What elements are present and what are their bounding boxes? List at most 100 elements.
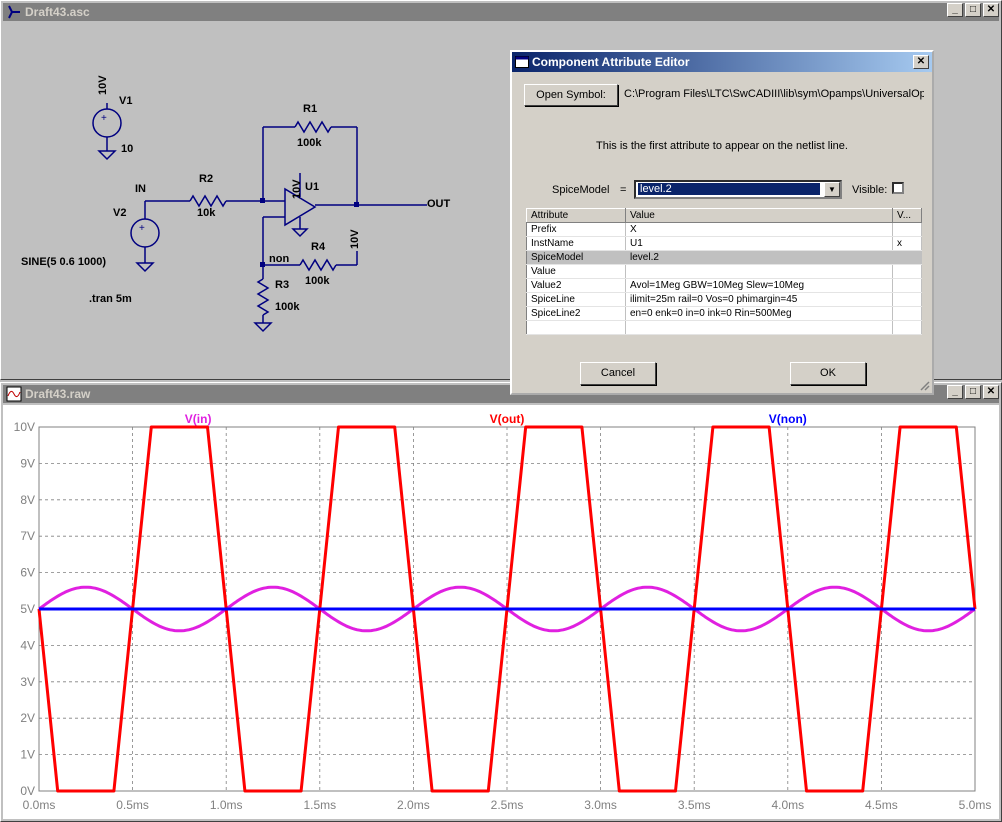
row-value: Avol=1Meg GBW=10Meg Slew=10Meg [625,278,893,293]
v2-symbol [130,218,160,248]
r1-symbol [294,120,332,134]
close-icon[interactable]: ✕ [983,385,999,399]
r3-symbol [256,278,270,316]
row-value [625,264,893,279]
close-icon[interactable]: ✕ [983,3,999,17]
plot-title: Draft43.raw [25,387,91,401]
row-attr: InstName [526,236,626,251]
minimize-icon[interactable]: _ [947,3,963,17]
x-tick-label: 4.5ms [865,798,898,812]
spicemodel-input[interactable]: level.2 ▼ [634,180,842,199]
y-tick-label: 4V [20,638,35,652]
row-vis [892,320,922,335]
svg-text:+: + [101,113,107,124]
x-tick-label: 5.0ms [959,798,992,812]
row-attr: SpiceLine [526,292,626,307]
v1-name-label: V1 [119,95,133,107]
schematic-titlebar[interactable]: Draft43.asc [3,3,999,21]
non-net-label: non [269,253,290,265]
r2-symbol [189,194,227,208]
table-row[interactable] [526,320,922,335]
resize-grip-icon[interactable] [918,379,930,391]
row-attr: SpiceModel [526,250,626,265]
r4-supply-label: 10V [349,229,361,249]
v1-symbol [92,108,122,138]
u1-supply-label: 10V [291,179,303,199]
open-symbol-button[interactable]: Open Symbol: [524,84,618,106]
r3-name-label: R3 [275,279,290,291]
cancel-button[interactable]: Cancel [580,362,656,385]
x-tick-label: 1.5ms [303,798,336,812]
row-value [625,320,893,335]
tran-directive[interactable]: .tran 5m [89,293,132,305]
window-icon [515,56,529,68]
waveform-icon [6,386,22,402]
row-value: level.2 [625,250,893,265]
row-value: U1 [625,236,893,251]
ground-icon [135,262,155,273]
r4-name-label: R4 [311,241,326,253]
r3-value-label: 100k [275,301,300,313]
r1-value-label: 100k [297,137,322,149]
y-tick-label: 7V [20,529,35,543]
row-vis [892,278,922,293]
opamp-symbol [284,187,317,227]
v2-value-label: SINE(5 0.6 1000) [21,256,106,268]
minimize-icon[interactable]: _ [947,385,963,399]
row-vis: x [892,236,922,251]
dialog-titlebar[interactable]: Component Attribute Editor ✕ [512,52,932,72]
visible-label: Visible: [852,184,888,196]
y-tick-label: 8V [20,493,35,507]
row-value: ilimit=25m rail=0 Vos=0 phimargin=45 [625,292,893,307]
x-tick-label: 3.0ms [584,798,617,812]
attribute-hint: This is the first attribute to appear on… [596,140,848,152]
v1-node-label: 10 [121,143,134,155]
v2-name-label: V2 [113,207,127,219]
in-net-label: IN [135,183,146,195]
y-tick-label: 1V [20,748,35,762]
y-tick-label: 2V [20,711,35,725]
y-tick-label: 3V [20,675,35,689]
schematic-icon [6,4,22,20]
x-tick-label: 3.5ms [678,798,711,812]
x-tick-label: 0.0ms [23,798,56,812]
row-attr: Value [526,264,626,279]
component-attribute-editor: Component Attribute Editor ✕ Open Symbol… [510,50,934,395]
table-row[interactable]: Value [526,264,922,279]
series-label: V(in) [185,412,212,426]
ok-button[interactable]: OK [790,362,866,385]
maximize-icon[interactable]: □ [965,3,981,17]
x-tick-label: 1.0ms [210,798,243,812]
schematic-title: Draft43.asc [25,5,90,19]
schematic-wires: + + [92,103,427,333]
col-visible[interactable]: V... [892,208,922,223]
visible-checkbox[interactable] [892,182,904,194]
close-icon[interactable]: ✕ [913,55,929,69]
chevron-down-icon[interactable]: ▼ [824,182,840,197]
x-tick-label: 4.0ms [771,798,804,812]
row-value: X [625,222,893,237]
col-attribute[interactable]: Attribute [526,208,626,223]
row-attr [526,320,626,335]
field-eq: = [620,184,627,196]
row-vis [892,222,922,237]
svg-text:+: + [139,223,145,234]
row-attr: SpiceLine2 [526,306,626,321]
y-tick-label: 6V [20,566,35,580]
v1-value-label: 10V [97,75,109,95]
r2-value-label: 10k [197,207,216,219]
maximize-icon[interactable]: □ [965,385,981,399]
col-value[interactable]: Value [625,208,893,223]
y-tick-label: 10V [14,420,35,434]
ground-icon [97,150,117,161]
